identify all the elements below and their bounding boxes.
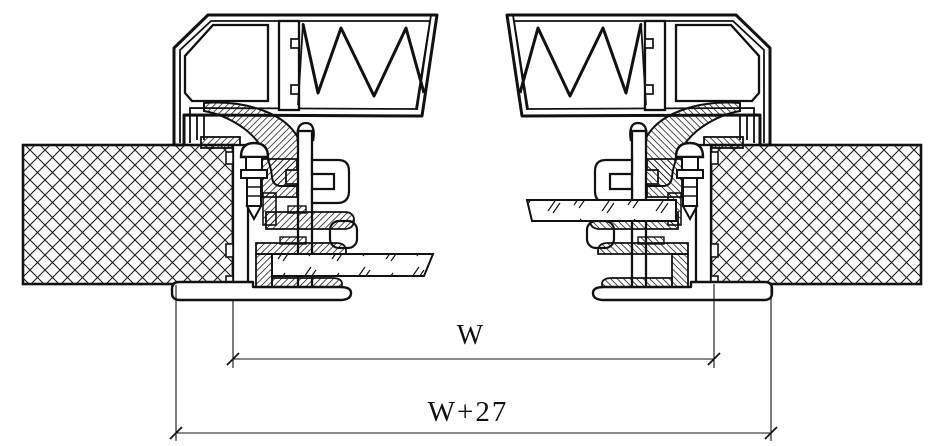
dim-tick xyxy=(764,426,778,440)
dim-tick xyxy=(226,352,240,366)
dimensioning xyxy=(169,284,778,441)
glass-hatch-marks xyxy=(527,200,676,221)
screw-neck xyxy=(245,156,263,171)
jamb-lug xyxy=(225,243,234,258)
sash-hollow-chamber xyxy=(183,23,270,103)
glazing-bead-top xyxy=(255,242,347,255)
frame-bottom-flange xyxy=(170,280,353,302)
dim-tick xyxy=(707,352,721,366)
screw-shank xyxy=(246,177,262,207)
screw-tip xyxy=(245,205,263,222)
horizontal-seal-strip xyxy=(265,211,355,230)
glass-hatch-marks xyxy=(272,254,433,276)
glass-pane-right xyxy=(525,199,677,222)
right-assembly-mirrored xyxy=(505,13,923,302)
profile-fin-bracket xyxy=(310,158,351,205)
sash-divider-channel xyxy=(277,19,301,112)
dim-tick xyxy=(169,426,183,440)
screw-head xyxy=(239,141,270,159)
wall-section-hatch xyxy=(21,143,235,286)
divider-notch-top xyxy=(290,38,300,49)
panel-cut-edge-inner xyxy=(416,14,432,111)
wall-corner-seal-strip xyxy=(200,136,241,149)
screw-washer xyxy=(240,169,268,179)
panel-break-zigzag xyxy=(301,23,426,98)
outer-width-label: W+27 xyxy=(428,396,509,428)
fixing-screw xyxy=(239,141,270,222)
left-assembly xyxy=(21,13,439,302)
inner-width-label: W xyxy=(457,320,484,351)
divider-notch-bottom xyxy=(290,84,300,95)
panel-left-edge xyxy=(297,22,304,106)
glass-pane-left xyxy=(271,253,435,277)
jamb-lug xyxy=(225,151,234,165)
glazing-gasket-c-block xyxy=(261,158,298,198)
